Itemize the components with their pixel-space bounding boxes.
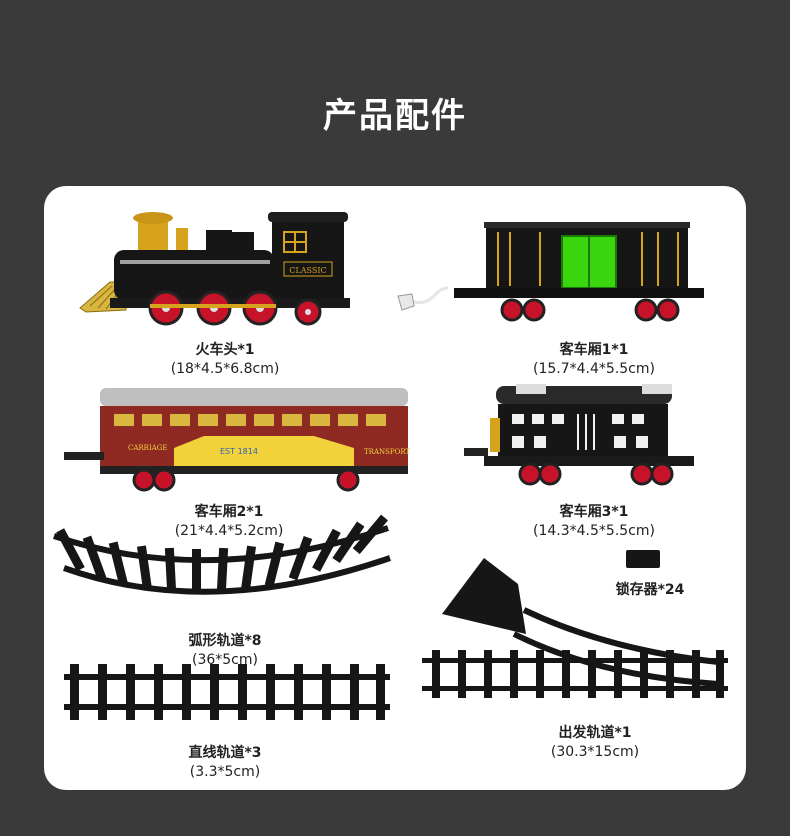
page-title: 产品配件 — [323, 96, 467, 136]
carriage-1-image — [397, 222, 704, 322]
item-caption-starting-track: 出发轨道*1 (30.3*15cm) — [550, 725, 640, 760]
locomotive-image: CLASSIC — [79, 212, 350, 326]
item-caption-locomotive: 火车头*1 (18*4.5*6.8cm) — [170, 342, 280, 377]
carriage-2-left-text: CARRIAGE — [128, 444, 167, 452]
item-caption-latch: 锁存器*24 — [615, 582, 685, 598]
carriage-2-image: CARRIAGE EST 1814 TRANSPORT — [64, 388, 411, 492]
locomotive-logo: CLASSIC — [289, 266, 326, 275]
carriage-2-center-text: EST 1814 — [220, 447, 258, 456]
carriage-2-right-text: TRANSPORT — [364, 448, 411, 456]
starting-track-image — [422, 558, 728, 698]
straight-track-image — [64, 664, 390, 720]
latch-image — [626, 550, 660, 568]
item-caption-straight-track: 直线轨道*3 (3.3*5cm) — [188, 745, 262, 780]
curved-track-image — [53, 514, 391, 595]
item-caption-carriage-1: 客车厢1*1 (15.7*4.4*5.5cm) — [533, 342, 655, 377]
item-caption-carriage-3: 客车厢3*1 (14.3*4.5*5.5cm) — [533, 504, 655, 539]
carriage-3-image — [464, 384, 694, 486]
accessories-card: CLASSIC 火车头*1 (18*4.5*6.8cm) 客车厢1*1 (15.… — [44, 186, 746, 790]
item-caption-carriage-2: 客车厢2*1 (21*4.4*5.2cm) — [174, 504, 284, 539]
